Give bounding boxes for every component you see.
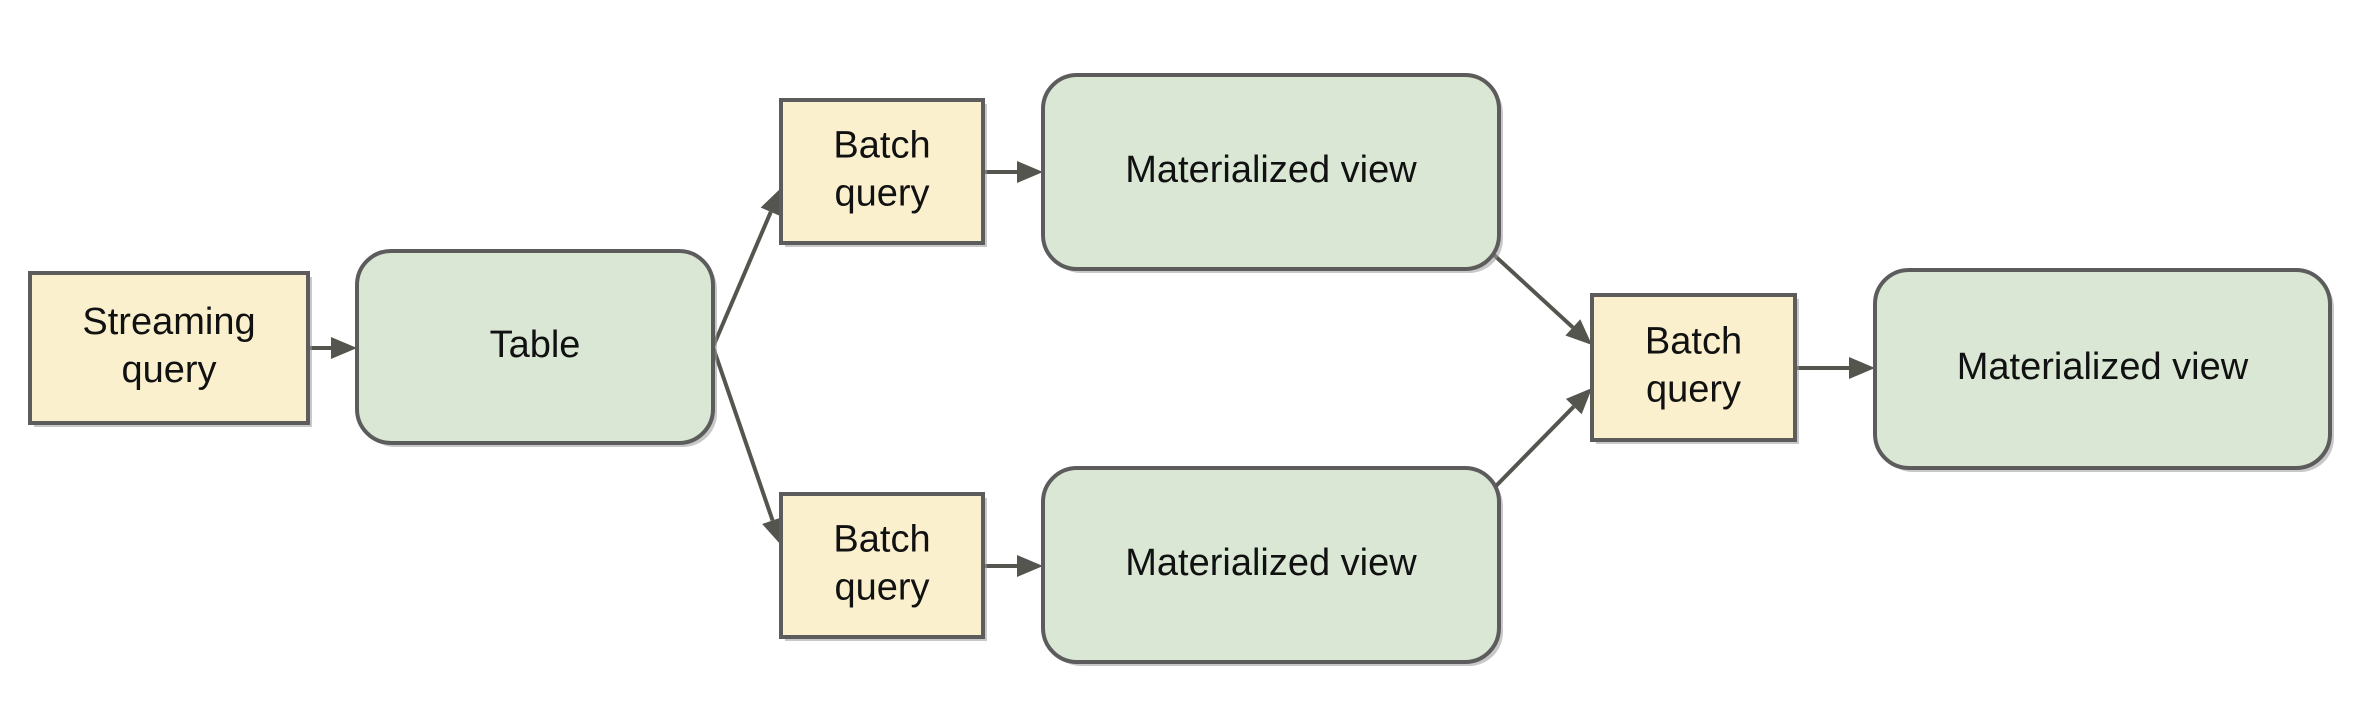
node-box[interactable] xyxy=(1041,466,1501,664)
node-batch-query-join[interactable]: Batch query xyxy=(1590,293,1799,444)
edges-layer xyxy=(308,161,1875,577)
arrowhead-icon xyxy=(1017,555,1043,577)
edge-batch-query-top-to-materialized-view-top xyxy=(983,161,1043,183)
node-batch-query-top[interactable]: Batch query xyxy=(779,98,987,247)
edge-line xyxy=(1492,405,1576,490)
node-box[interactable] xyxy=(779,98,985,245)
node-label: Batch xyxy=(1645,321,1742,363)
arrowhead-icon xyxy=(760,188,781,217)
arrowhead-icon xyxy=(1849,357,1875,379)
edge-materialized-view-top-to-batch-query-join xyxy=(1492,253,1592,345)
edge-batch-query-bottom-to-materialized-view-bottom xyxy=(983,555,1043,577)
edge-materialized-view-bottom-to-batch-query-join xyxy=(1492,388,1592,490)
node-materialized-view-top[interactable]: Materialized view xyxy=(1041,73,1503,273)
arrowhead-icon xyxy=(762,516,783,545)
edge-line xyxy=(711,211,773,348)
edge-line xyxy=(1492,253,1575,329)
node-materialized-view-final[interactable]: Materialized view xyxy=(1873,268,2334,472)
node-label: Batch xyxy=(833,125,930,167)
nodes-layer: StreamingqueryTableBatchqueryMaterialize… xyxy=(28,73,2334,666)
edge-table-to-batch-query-bottom xyxy=(711,346,783,545)
edge-table-to-batch-query-top xyxy=(711,188,781,348)
node-label-line2: query xyxy=(121,349,216,391)
edge-streaming-query-to-table xyxy=(308,337,357,359)
node-materialized-view-bottom[interactable]: Materialized view xyxy=(1041,466,1503,666)
node-box[interactable] xyxy=(1873,268,2332,470)
arrowhead-icon xyxy=(1565,319,1592,345)
node-label: Materialized view xyxy=(1957,346,2249,388)
node-label-line2: query xyxy=(834,173,929,215)
node-label: Batch xyxy=(833,519,930,561)
node-box[interactable] xyxy=(1590,293,1797,442)
node-label: Materialized view xyxy=(1125,542,1417,584)
node-label: Table xyxy=(490,324,581,366)
node-label: Materialized view xyxy=(1125,149,1417,191)
node-box[interactable] xyxy=(779,492,985,639)
node-label-line2: query xyxy=(1646,369,1741,411)
node-table[interactable]: Table xyxy=(355,249,717,447)
arrowhead-icon xyxy=(331,337,357,359)
node-label-line2: query xyxy=(834,567,929,609)
node-streaming-query[interactable]: Streaming query xyxy=(28,271,312,427)
node-box[interactable] xyxy=(28,271,310,425)
arrowhead-icon xyxy=(1017,161,1043,183)
node-box[interactable] xyxy=(1041,73,1501,271)
node-batch-query-bottom[interactable]: Batch query xyxy=(779,492,987,641)
edge-batch-query-join-to-materialized-view-final xyxy=(1795,357,1875,379)
node-label: Streaming xyxy=(82,301,255,343)
edge-line xyxy=(711,346,775,522)
arrowhead-icon xyxy=(1565,388,1592,415)
node-box[interactable] xyxy=(355,249,715,445)
